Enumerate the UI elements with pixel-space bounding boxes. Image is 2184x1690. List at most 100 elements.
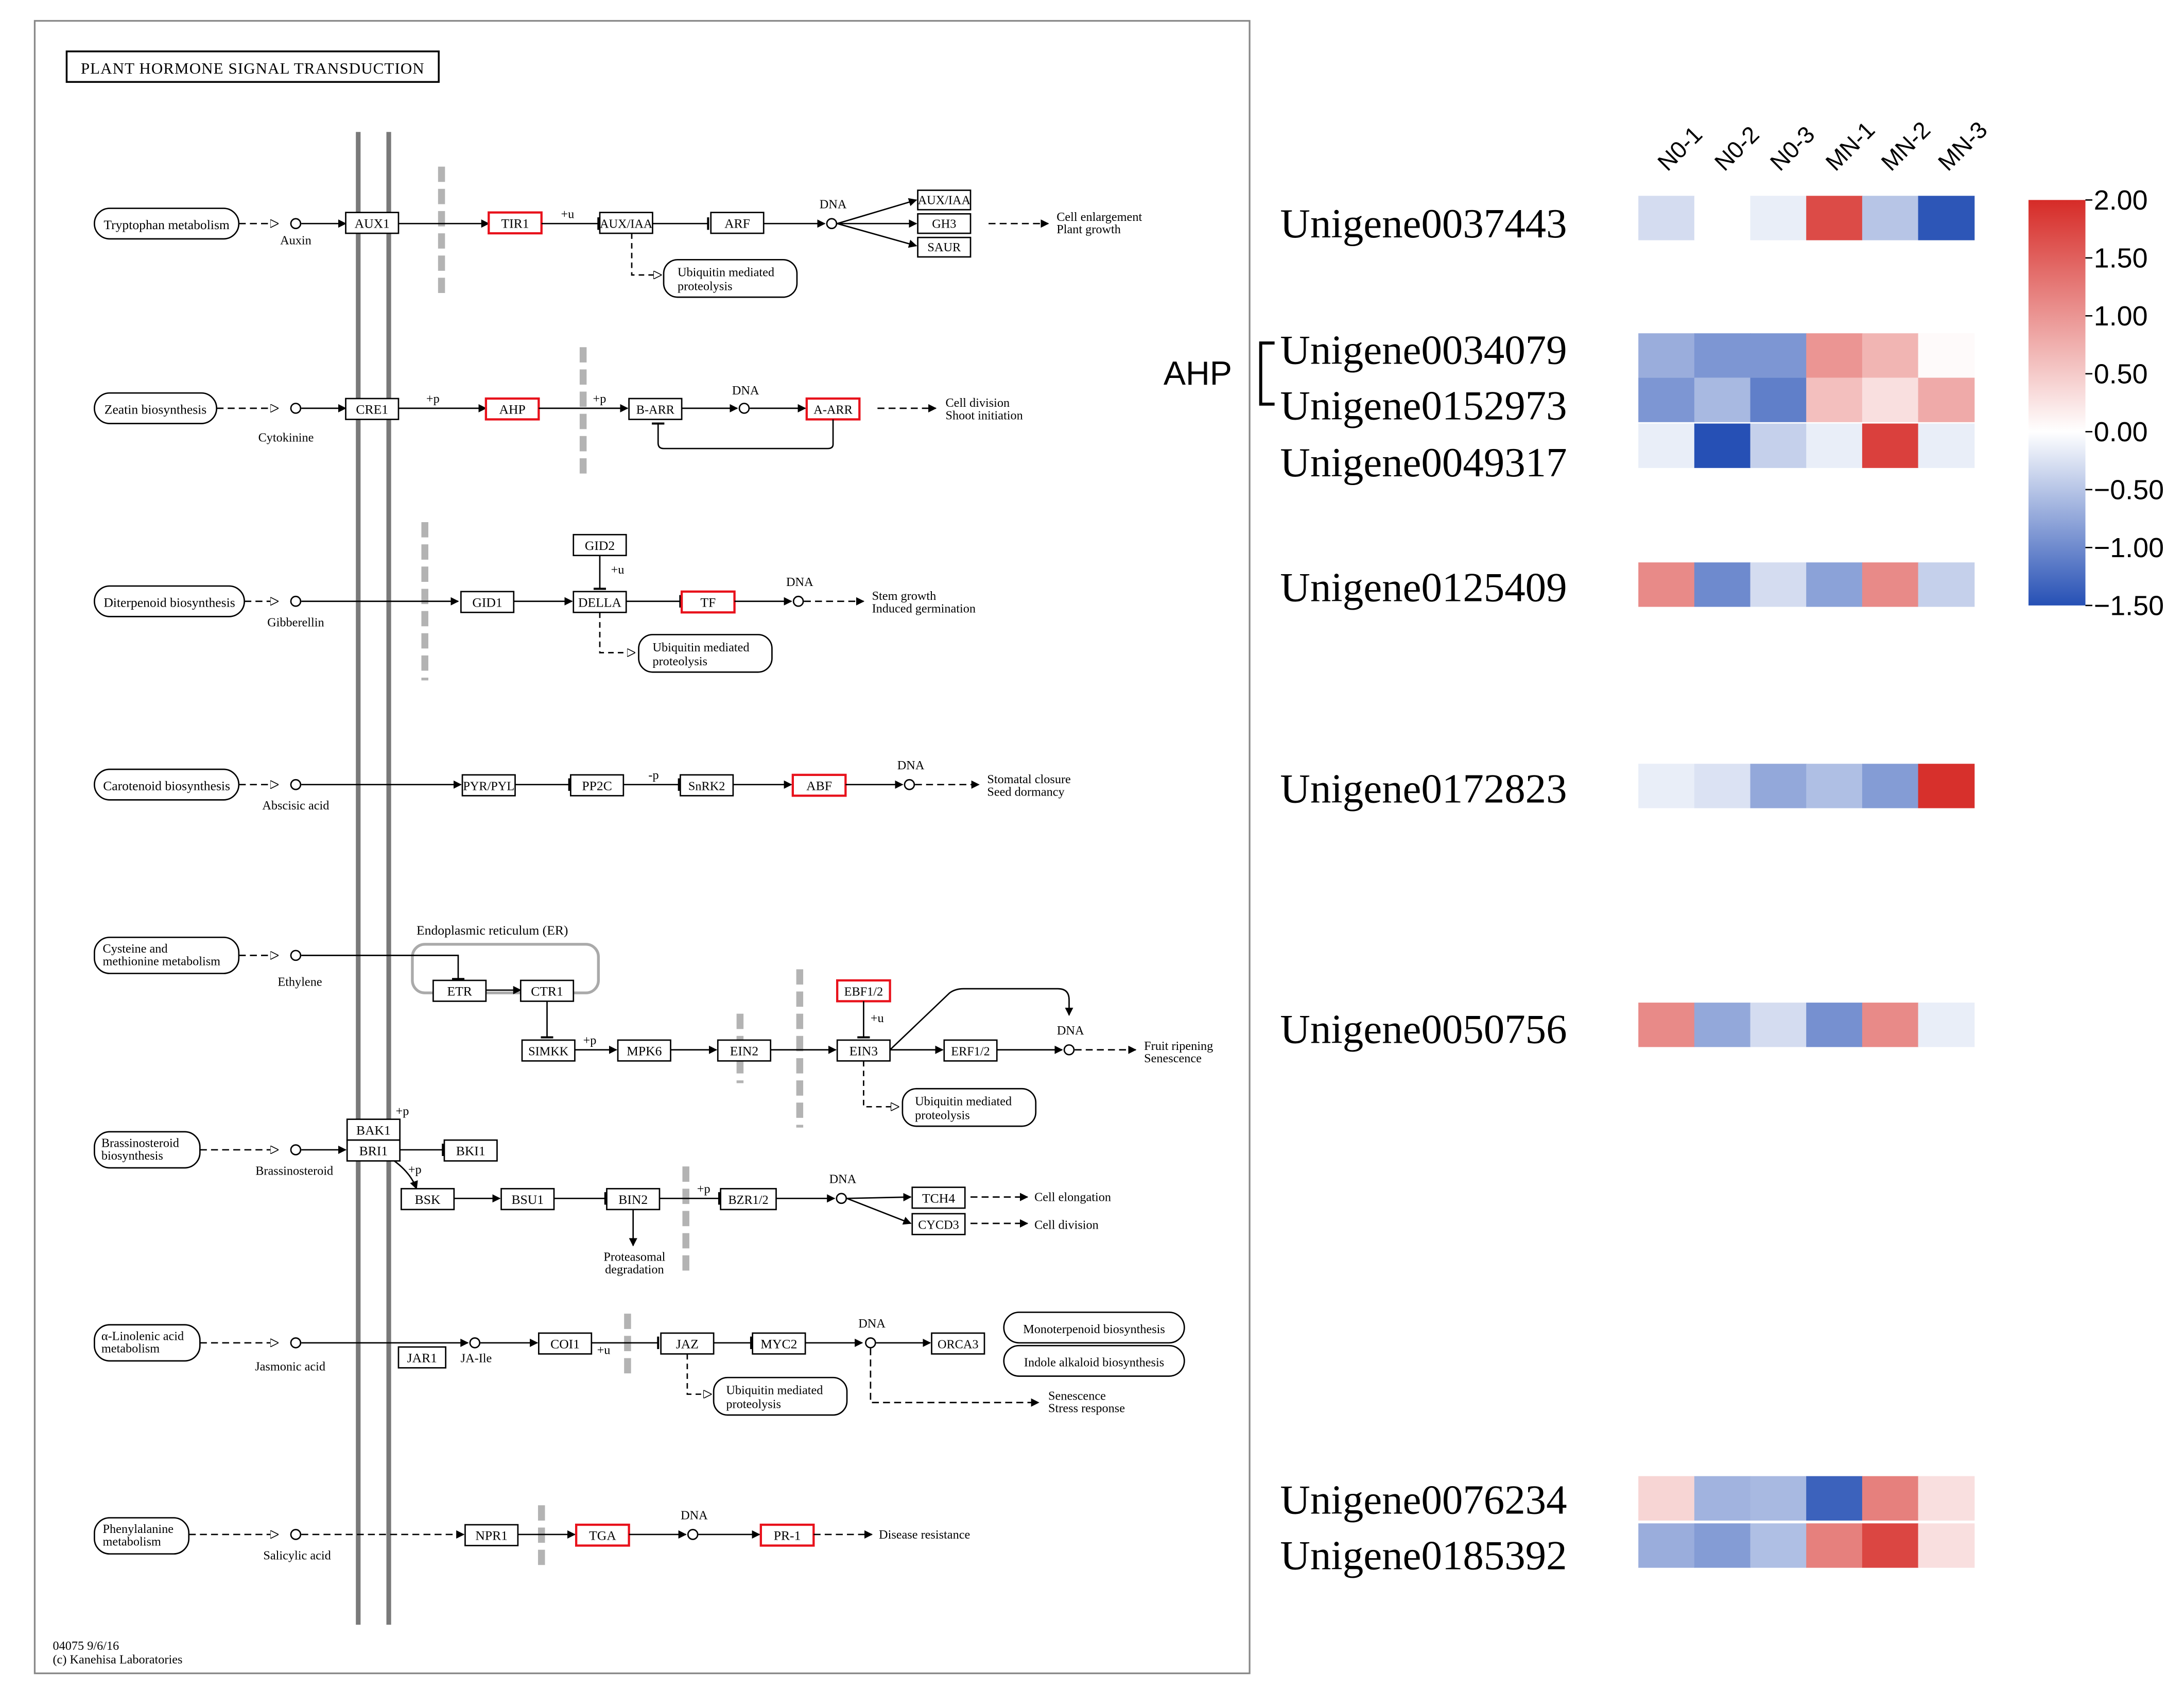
edge: [631, 233, 661, 275]
gene-bki1-label: BKI1: [456, 1144, 486, 1159]
ja-output-1: Senescence: [1048, 1389, 1106, 1403]
gene-myc2[interactable]: [752, 1332, 806, 1355]
gene-coi1-label: COI1: [550, 1337, 580, 1352]
gene-aarr-label: A-ARR: [813, 403, 853, 417]
cytokinin-compound[interactable]: [290, 403, 302, 414]
auxin-label: Auxin: [280, 234, 311, 248]
gene-tga-label: TGA: [589, 1528, 616, 1543]
gene-auxiaa-label: AUX/IAA: [600, 217, 653, 231]
gene-pr1[interactable]: [759, 1523, 815, 1547]
gene-cycd3[interactable]: [911, 1213, 966, 1235]
gene-ein2[interactable]: [717, 1039, 772, 1062]
gene-bsk[interactable]: [401, 1188, 455, 1211]
pathway-linolenic-2: metabolism: [101, 1342, 160, 1356]
ja-compound[interactable]: [290, 1337, 302, 1349]
brassino-compound[interactable]: [290, 1144, 302, 1156]
ethylene-compound[interactable]: [290, 950, 302, 961]
gene-gid2-label: GID2: [585, 538, 615, 553]
auxin-compound[interactable]: [290, 218, 302, 229]
pathway-phenylalanine[interactable]: [94, 1517, 190, 1555]
heatmap-cell: [1806, 562, 1863, 607]
gene-etr-label: ETR: [447, 984, 472, 999]
edge: [394, 1160, 418, 1189]
gene-label: Unigene0125409: [1280, 565, 1567, 611]
ja-ile-compound[interactable]: [469, 1337, 481, 1349]
gene-della[interactable]: [573, 591, 627, 613]
gene-aux1-label: AUX1: [355, 216, 390, 231]
gene-barr-label: B-ARR: [636, 403, 675, 417]
dna-node-auxin[interactable]: [826, 218, 838, 229]
heatmap-cell: [1694, 562, 1751, 607]
ubiquitin-box-gib[interactable]: [638, 634, 773, 673]
gene-ein3-label: EIN3: [850, 1044, 878, 1059]
gene-tf[interactable]: [680, 590, 736, 614]
dna-node-eth[interactable]: [1063, 1044, 1075, 1056]
dna-node-sa[interactable]: [687, 1529, 699, 1540]
gene-cycd3-label: CYCD3: [918, 1218, 959, 1232]
gene-erf12[interactable]: [943, 1039, 998, 1062]
gene-bsu1[interactable]: [500, 1188, 555, 1211]
col-label: N0-3: [1765, 121, 1819, 176]
heatmap-cell: [1750, 196, 1807, 240]
dna-node-ja[interactable]: [865, 1337, 876, 1349]
gene-simkk[interactable]: [521, 1039, 576, 1062]
gene-tch4[interactable]: [911, 1186, 966, 1209]
pathway-indole[interactable]: [1003, 1344, 1185, 1377]
ubiquitin-box-ja[interactable]: [713, 1376, 848, 1416]
dna-label-eth: DNA: [1057, 1024, 1084, 1038]
heatmap-cell: [1638, 1003, 1695, 1047]
dna-node-aba[interactable]: [904, 779, 915, 790]
gene-orca3[interactable]: [931, 1332, 985, 1355]
gene-barr[interactable]: [628, 398, 683, 420]
gene-pp2c-label: PP2C: [582, 778, 612, 793]
gene-pyrpyl[interactable]: [461, 774, 516, 797]
gene-tga[interactable]: [575, 1523, 630, 1547]
gene-auxiaa[interactable]: [599, 212, 653, 234]
gene-cre1[interactable]: [345, 398, 400, 420]
dna-label-auxin: DNA: [820, 198, 847, 212]
heatmap-cell: [1918, 333, 1975, 378]
heatmap-cell: [1806, 423, 1863, 468]
dna-node-gib[interactable]: [792, 595, 804, 607]
aba-compound[interactable]: [290, 779, 302, 790]
heatmap-cell: [1862, 1523, 1919, 1568]
cyto-output-1: Cell division: [945, 396, 1010, 410]
gene-target-auxiaa[interactable]: [917, 189, 972, 211]
heatmap-cell: [1918, 196, 1975, 240]
gene-aux1[interactable]: [345, 212, 400, 234]
gene-gid1[interactable]: [460, 591, 515, 613]
dna-node-cyto[interactable]: [738, 403, 750, 414]
row-ethylene: Cysteine and methionine metabolism Ethyl…: [94, 923, 1213, 1127]
gene-bzr12[interactable]: [720, 1188, 777, 1211]
gene-bin2-label: BIN2: [618, 1192, 648, 1207]
heatmap-cell: [1750, 1523, 1807, 1568]
gene-jaz[interactable]: [660, 1332, 715, 1355]
edge: [301, 955, 465, 980]
heatmap-cell: [1806, 1003, 1863, 1047]
ubiquitin-box-auxin[interactable]: [663, 258, 798, 298]
row-auxin: Tryptophan metabolism Auxin AUX1 TIR1 +u…: [94, 189, 1142, 298]
ethylene-label: Ethylene: [278, 975, 322, 989]
gibberellin-compound[interactable]: [290, 595, 302, 607]
gene-pp2c[interactable]: [570, 774, 625, 797]
gene-target-saur[interactable]: [917, 236, 972, 258]
brassino-p1: +p: [396, 1105, 409, 1118]
ja-u: +u: [597, 1343, 611, 1357]
gene-abf[interactable]: [791, 773, 847, 797]
gene-ctr1[interactable]: [519, 979, 575, 1002]
gene-aarr[interactable]: [805, 397, 861, 421]
gene-target-gh3[interactable]: [917, 213, 972, 234]
heatmap-column-labels: N0-1 N0-2 N0-3 MN-1 MN-2 MN-3: [1653, 116, 1992, 176]
gene-gid2[interactable]: [573, 533, 627, 557]
gene-bki1[interactable]: [443, 1139, 498, 1162]
ubiquitin-box-eth[interactable]: [902, 1088, 1037, 1127]
gene-coi1[interactable]: [538, 1332, 593, 1355]
gene-jar1[interactable]: [397, 1346, 447, 1369]
kegg-footer-2: (c) Kanehisa Laboratories: [53, 1653, 182, 1667]
pathway-monoterpenoid[interactable]: [1003, 1312, 1185, 1344]
heatmap-cell: [1806, 196, 1863, 240]
col-label: MN-3: [1933, 116, 1992, 176]
sa-compound[interactable]: [290, 1529, 302, 1540]
dna-node-brassino[interactable]: [836, 1193, 847, 1204]
gene-bin2[interactable]: [606, 1188, 661, 1211]
